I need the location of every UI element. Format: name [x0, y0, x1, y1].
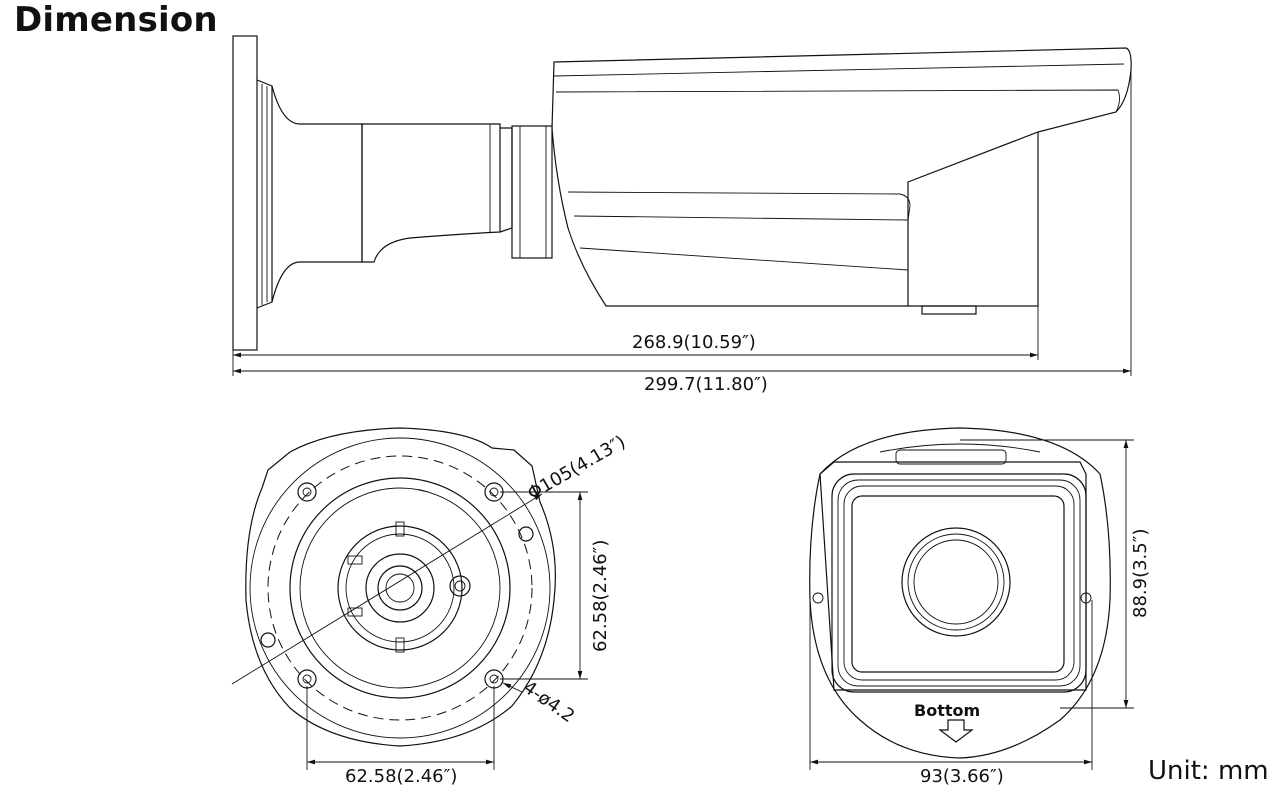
body-length-label: 268.9(10.59″)	[632, 332, 756, 353]
diameter-leader	[231, 493, 543, 685]
sunshield	[908, 132, 1039, 307]
total-length-label: 299.7(11.80″)	[644, 374, 768, 395]
width-label: 93(3.66″)	[920, 766, 1004, 787]
arm-base	[271, 85, 363, 303]
swivel-joint	[511, 125, 553, 259]
mount-hole	[297, 482, 317, 502]
bottom-label: Bottom	[914, 701, 980, 720]
wall-plate	[232, 35, 258, 351]
camera-housing	[551, 47, 1132, 307]
lens	[901, 527, 1011, 637]
mount-base-outline	[245, 427, 556, 747]
side-view: 268.9(10.59″) 299.7(11.80″)	[232, 35, 1132, 395]
front-window-outer	[831, 473, 1087, 693]
front-housing-outline	[809, 427, 1111, 759]
bottom-arrow-icon	[938, 719, 974, 743]
diameter-label: Φ105(4.13″)	[524, 431, 629, 504]
mount-hole	[297, 669, 317, 689]
page-title: Dimension	[14, 0, 218, 40]
front-window-inner	[851, 495, 1065, 673]
mount-flange	[256, 79, 273, 309]
hole-vertical-label: 62.58(2.46″)	[590, 540, 611, 652]
front-sunshield	[819, 461, 1087, 691]
arm	[361, 123, 501, 263]
holes-callout-label: 4-ø4.2	[519, 677, 578, 727]
mount-base-view: Φ105(4.13″) 62.58(2.46″) 62.58(2.46″) 4-…	[231, 427, 629, 787]
unit-label: Unit: mm	[1148, 756, 1269, 786]
hole-horizontal-label: 62.58(2.46″)	[345, 766, 457, 787]
height-label: 88.9(3.5″)	[1130, 529, 1151, 618]
hole-circle	[267, 455, 533, 721]
bottom-clip	[921, 305, 977, 315]
front-view: Bottom 88.9(3.5″) 93(3.66″)	[809, 427, 1151, 787]
